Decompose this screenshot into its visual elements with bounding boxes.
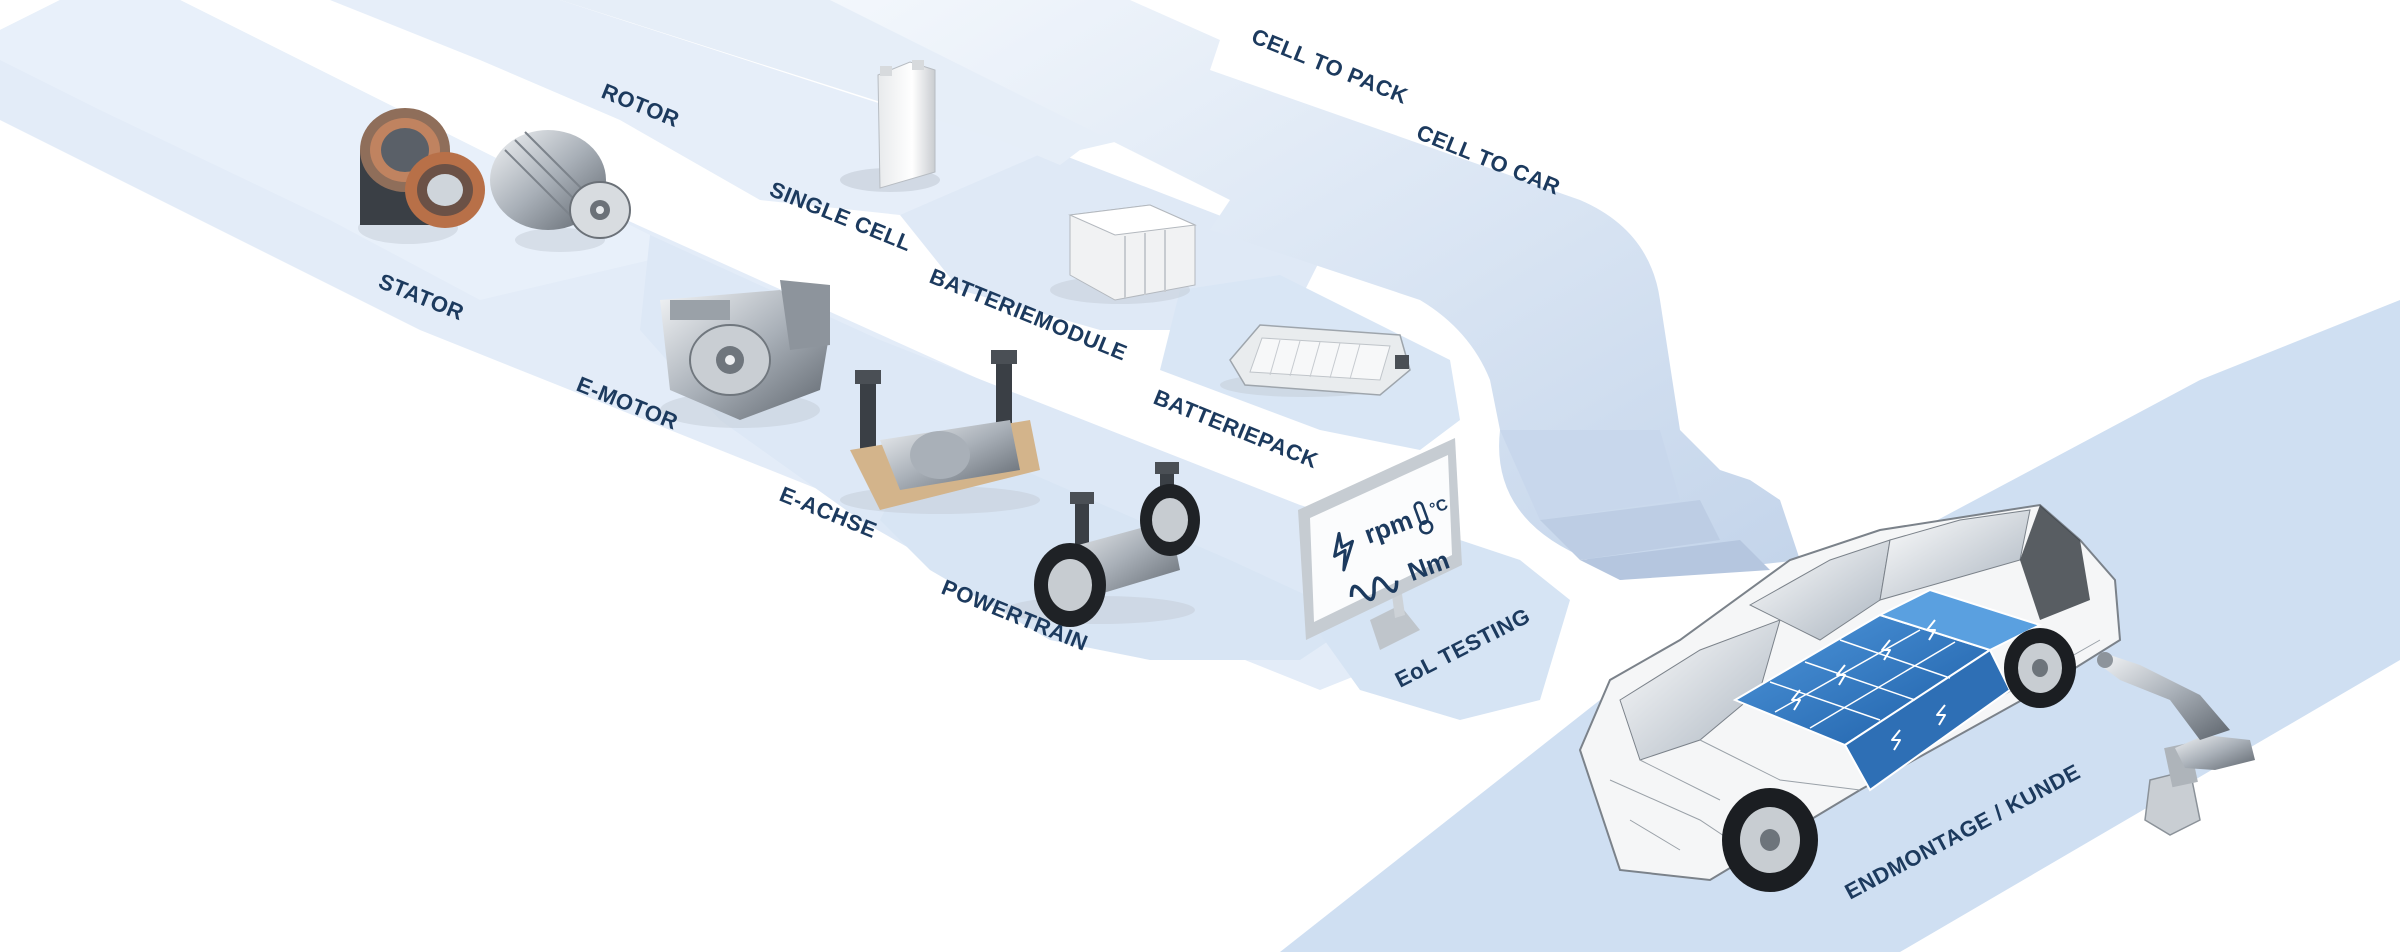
e-motor-illustration: [660, 280, 830, 428]
rotor-illustration: [490, 130, 631, 252]
batteriepack-illustration: [1220, 324, 1411, 397]
single-cell-illustration: [840, 60, 940, 192]
stator-rotor-band: [0, 0, 650, 300]
powertrain-illustration: [1005, 462, 1200, 627]
robot-arm-illustration: [2097, 652, 2255, 836]
monitor-screen: [1310, 455, 1452, 622]
monitor-celsius: °C: [1428, 496, 1451, 518]
vibration-wave-icon: [1349, 576, 1399, 602]
lightning-icon: [1333, 531, 1355, 572]
stator-illustration: [358, 108, 485, 244]
battery-pack-in-car: [1732, 588, 2043, 792]
thermometer-icon: [1413, 501, 1434, 535]
ribbon-fold-2: [1540, 500, 1720, 560]
ribbon-fold-1: [1500, 430, 1680, 520]
ribbon-fold-3: [1580, 540, 1770, 580]
eol-monitor-illustration: rpm °C Nm: [1298, 438, 1462, 650]
e-achse-illustration: [840, 350, 1040, 514]
monitor-stand: [1370, 605, 1420, 650]
batteriemodule-illustration: [1050, 204, 1197, 304]
single-cell-band: [330, 0, 1050, 215]
car-illustration: [1578, 503, 2122, 892]
